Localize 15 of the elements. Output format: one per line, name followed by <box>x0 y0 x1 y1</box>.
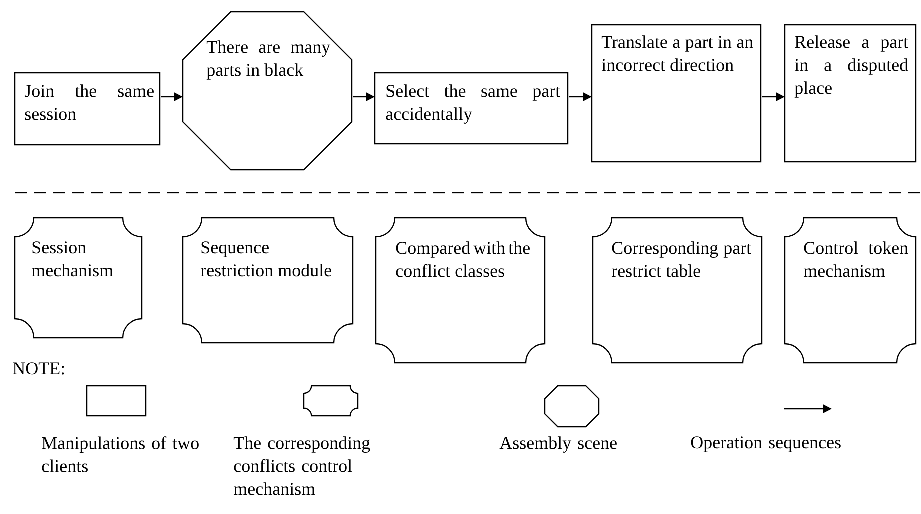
process-box: Release a part in a disputed place <box>784 24 917 163</box>
process-box: Translate a part in an incorrect direction <box>591 24 762 163</box>
note-label: NOTE: <box>13 362 64 375</box>
scene-octagon: There are many parts in black <box>182 11 353 171</box>
mechanism-box: Corresponding part restrict table <box>592 217 763 364</box>
mechanism-box: Compared with the conflict classes <box>375 217 546 364</box>
process-box: Join the same session <box>14 72 161 146</box>
legend-text: Assembly scene <box>500 436 617 453</box>
legend-text: Manipulations of two clients <box>42 436 199 472</box>
mechanism-box: Session mechanism <box>14 217 143 339</box>
mechanism-box: Sequence restriction module <box>182 217 354 344</box>
process-box: Select the same part accidentally <box>374 72 569 145</box>
mechanism-box: Control token mechanism <box>784 217 917 364</box>
legend-text: The corresponding conflicts control mechanism <box>234 436 370 496</box>
legend-text: Operation sequences <box>691 436 841 452</box>
